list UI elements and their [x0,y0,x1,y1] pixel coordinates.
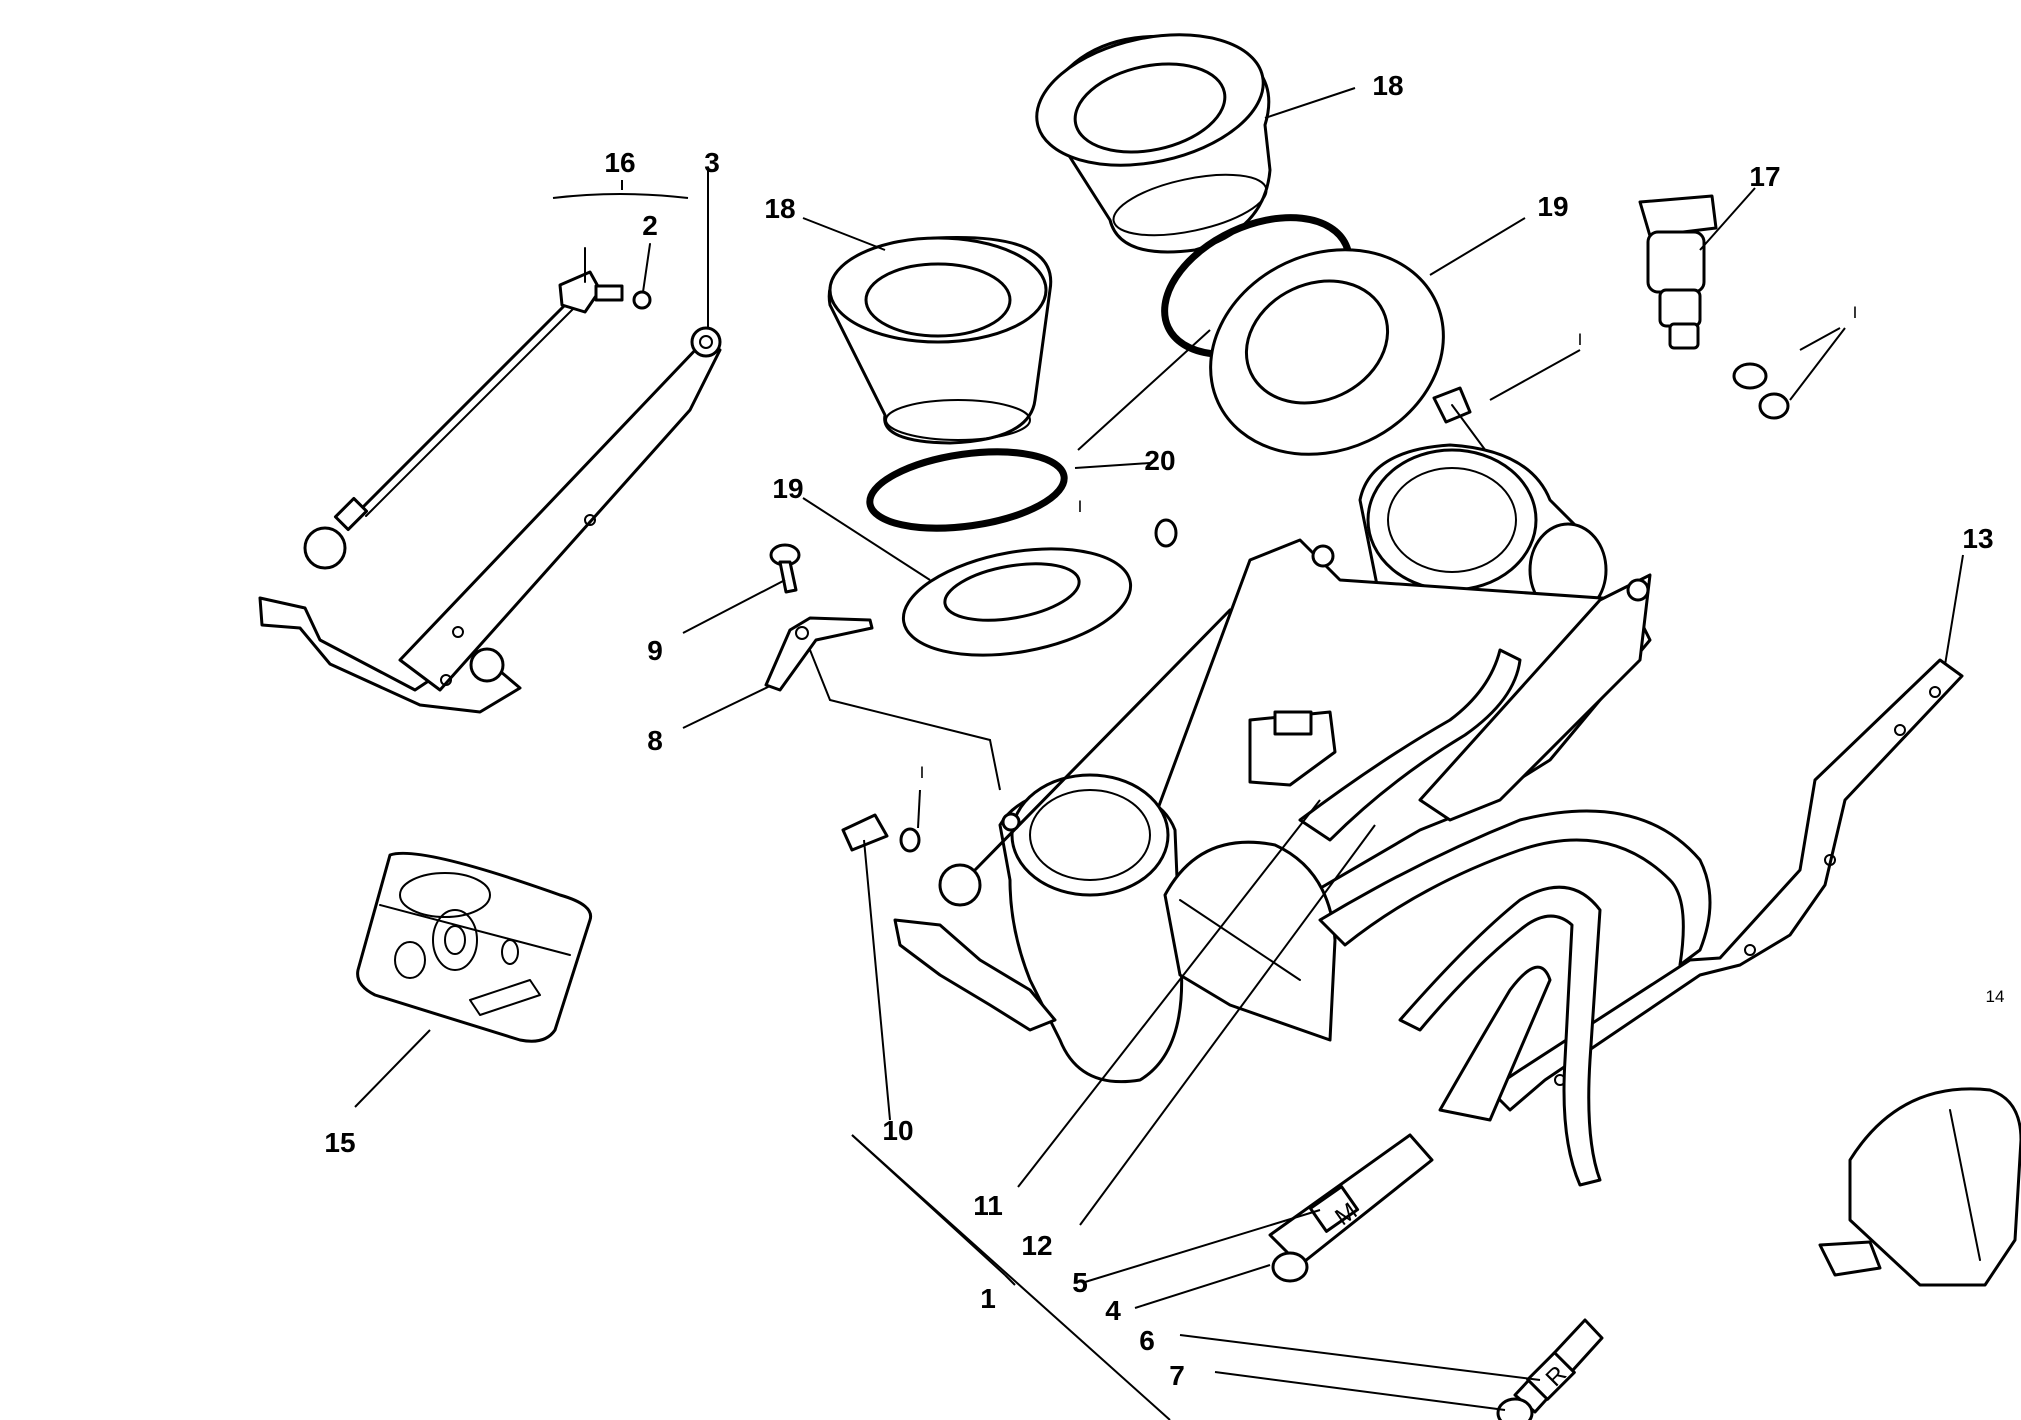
callout-7: 7 [1169,1360,1185,1391]
part-19-gasket-left [901,547,1133,657]
part-13-mounting-bracket [1488,658,1964,1112]
callouts: 16 2 3 18 18 19 17 20 19 13 9 8 10 15 11… [324,70,2004,1392]
small-o-ring-center [1154,518,1178,548]
callout-6: 6 [1139,1325,1155,1356]
part-19-gasket-right [1209,248,1445,456]
callout-13: 13 [1962,523,1993,554]
callout-20: 20 [1144,445,1175,476]
part-10-plug [841,813,921,853]
part-16-linkage-rod [303,247,624,570]
callout-19-left: 19 [772,473,803,504]
callout-9: 9 [647,635,663,666]
part-17-injector [1638,194,1790,420]
callout-8: 8 [647,725,663,756]
part-20-o-ring-left [866,448,1068,532]
part-3-bracket [258,199,722,714]
leader-lines [354,87,1964,1420]
callout-i-center: I [1078,497,1083,516]
callout-2: 2 [642,210,658,241]
callout-19-right: 19 [1537,191,1568,222]
part-14-cover [1818,1087,2021,1287]
part-15-repair-kit [356,851,593,1043]
callout-18-left: 18 [764,193,795,224]
callout-4: 4 [1105,1295,1121,1326]
callout-16: 16 [604,147,635,178]
callout-5: 5 [1072,1267,1088,1298]
part-18-intake-funnel-left [827,235,1053,445]
callout-1: 1 [980,1283,996,1314]
callout-11: 11 [973,1190,1003,1221]
callout-18-right: 18 [1372,70,1403,101]
callout-i-injector: I [1853,303,1858,322]
callout-10: 10 [882,1115,913,1146]
callout-17: 17 [1749,161,1780,192]
callout-3: 3 [704,147,720,178]
callout-15: 15 [324,1127,355,1158]
callout-i-plug: I [920,763,925,782]
part-18-intake-funnel-right [1035,33,1272,254]
vacuum-hoses [1268,809,1712,1420]
part-8-plate [764,616,874,692]
part-9-screw [769,543,801,594]
callout-14: 14 [1986,987,2005,1006]
part-2-clip [632,243,652,310]
callout-12: 12 [1021,1230,1052,1261]
callout-i-screw: I [1578,330,1583,349]
part-1-throttle-body-assembly [893,443,1652,1084]
